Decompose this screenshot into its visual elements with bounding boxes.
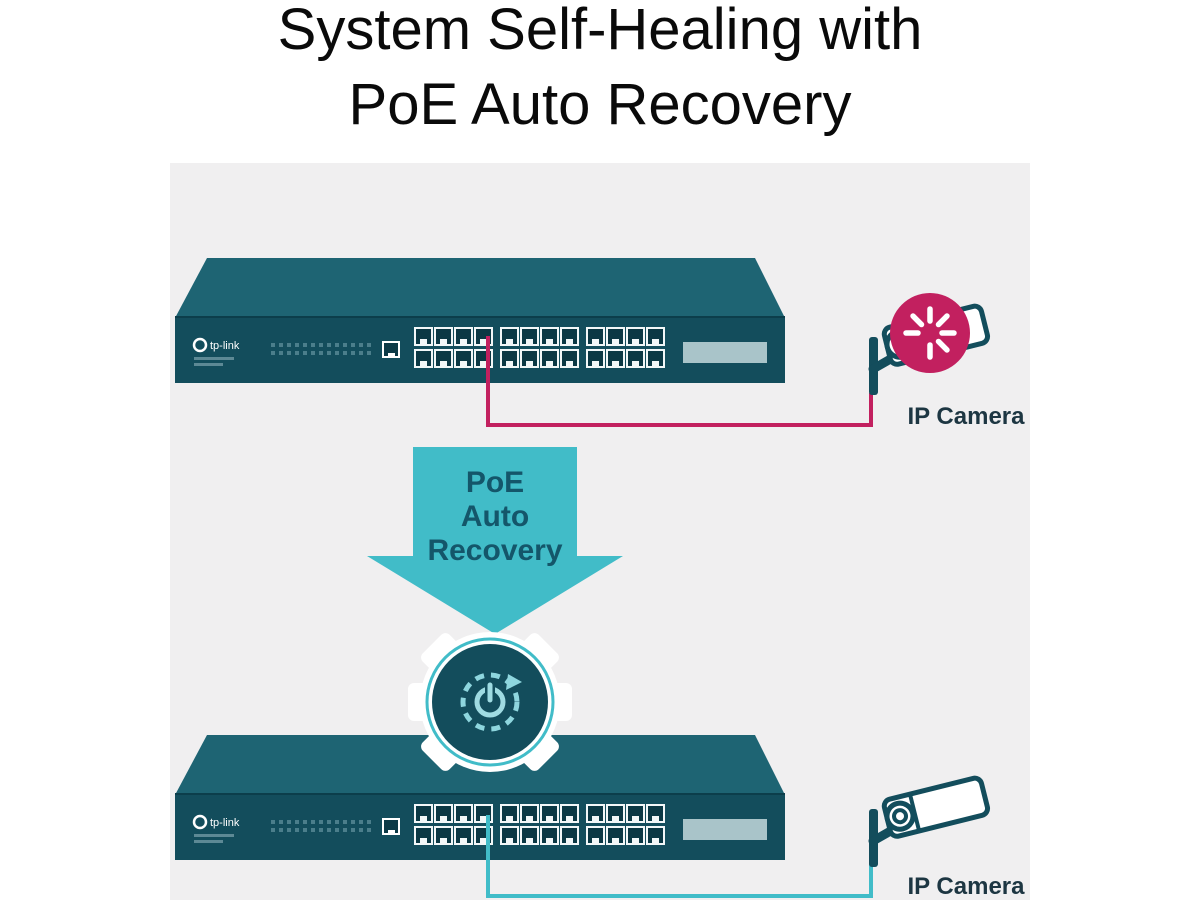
- loading-spinner-icon: [890, 293, 970, 373]
- ip-camera-frozen: [869, 293, 989, 395]
- poe-auto-recovery-arrow: [367, 447, 623, 634]
- page-title: System Self-Healing with PoE Auto Recove…: [277, 0, 923, 137]
- cable-ok-cyan: [486, 815, 873, 898]
- poe-auto-recovery-label: PoE Auto Recovery: [427, 466, 563, 567]
- ip-camera-label-top: IP Camera: [907, 403, 1025, 430]
- camera-lens-inner: [892, 808, 909, 825]
- restart-power-icon: [460, 672, 522, 732]
- poe-switch-top: [175, 258, 785, 383]
- ip-camera-label-bottom: IP Camera: [907, 873, 1025, 900]
- cable-fault-pink: [486, 336, 873, 427]
- self-healing-restart-badge: [408, 632, 572, 772]
- ip-camera-online: [869, 777, 989, 867]
